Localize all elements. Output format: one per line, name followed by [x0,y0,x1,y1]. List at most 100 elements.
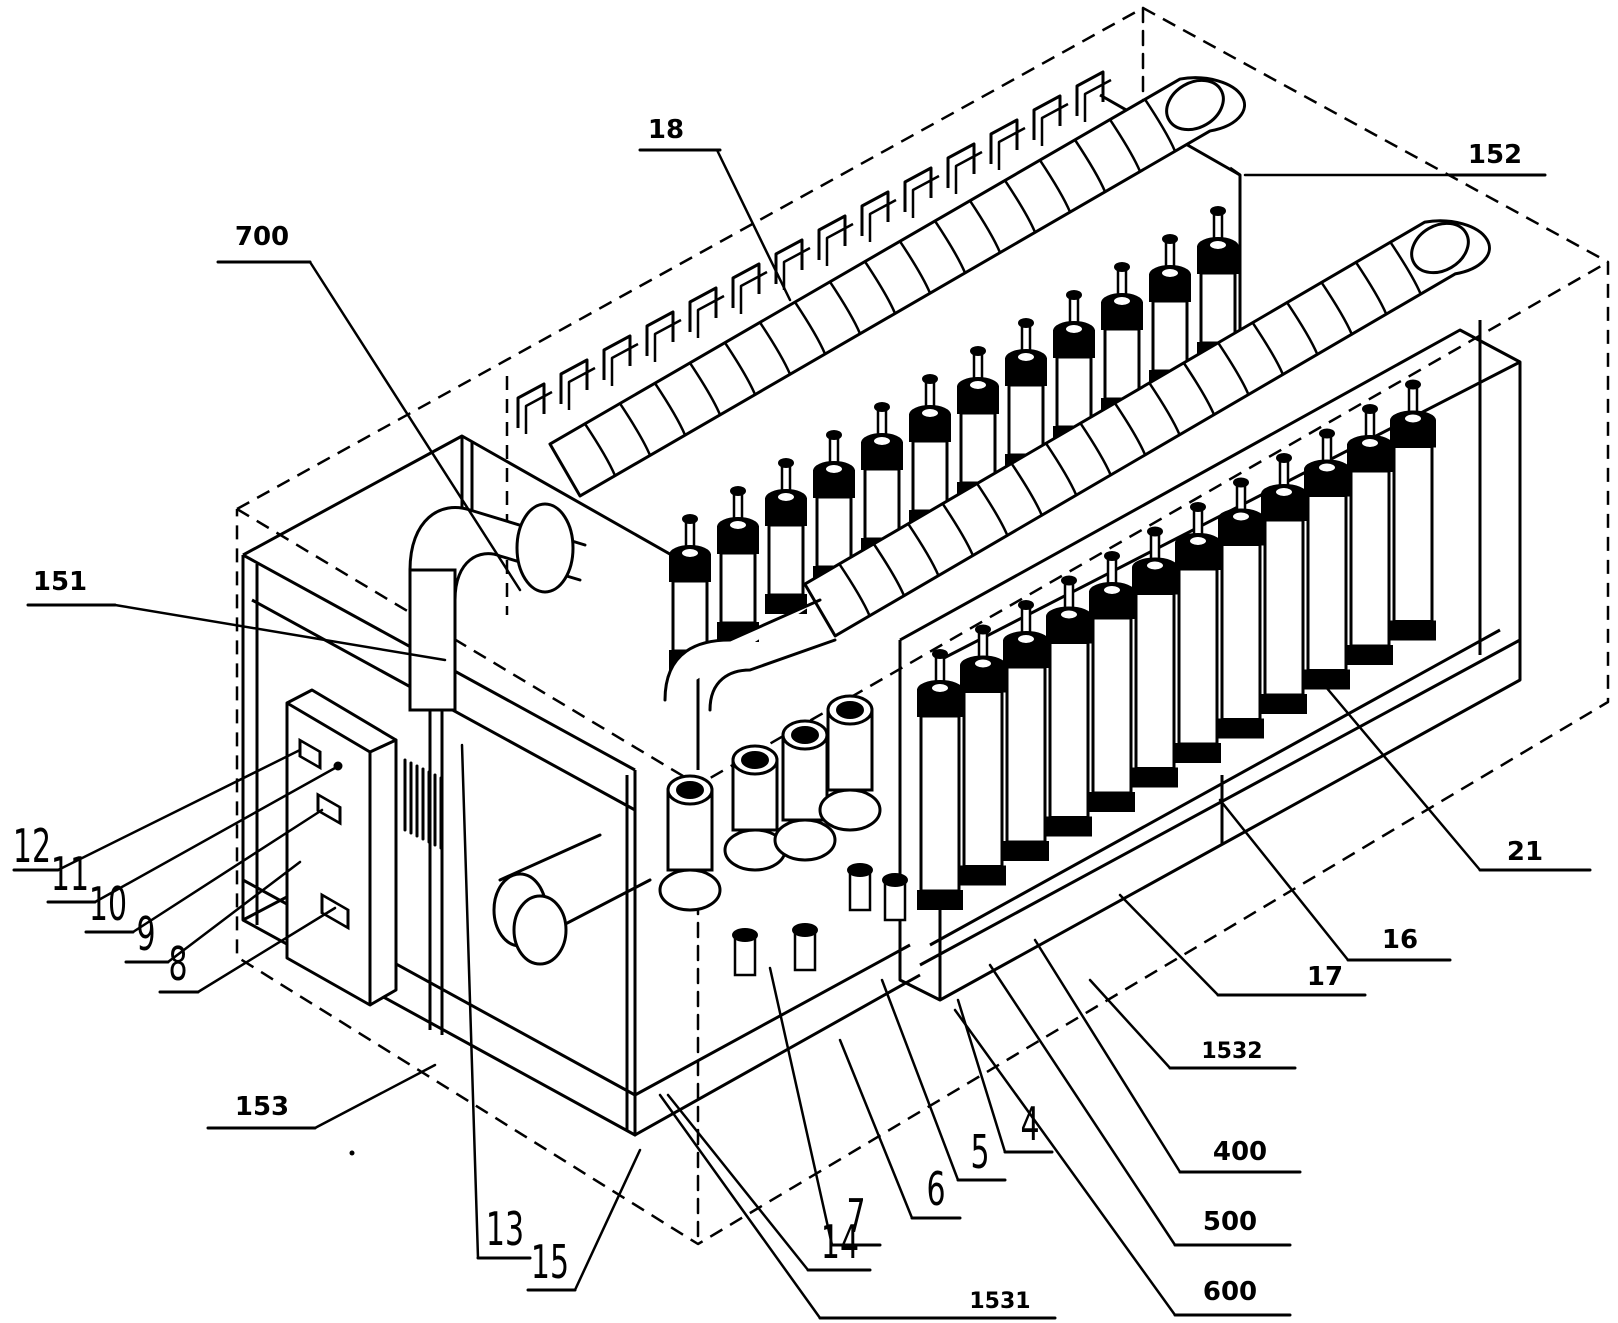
front-membrane-tube-shell [1306,494,1348,672]
callout-label-14: 14 [821,1216,859,1269]
callout-label-18: 18 [648,115,684,145]
callout-label-8: 8 [168,938,187,991]
front-header-pipe-body [803,219,1491,638]
front-membrane-tube-riser-cap [1018,600,1034,610]
front-header-pipe-ring [975,482,1009,537]
back-header-pipe-ring [618,402,652,457]
front-membrane-tube-bottom-collar [1046,816,1092,837]
callout-leader-1532 [1088,978,1172,1070]
back-membrane-tube-riser-cap [778,458,794,468]
front-header-pipe-ring [1251,321,1285,376]
back-rack-bracket2 [653,318,682,362]
front-membrane-tube-top-port [1317,461,1337,474]
back-membrane-tube-shell [1055,355,1093,429]
back-header-pipe-ring [1108,118,1142,173]
front-membrane-tube-bottom-collar [1304,669,1350,690]
front-membrane-tube-bottom-collar [960,865,1006,886]
back-rack-bracket2 [739,270,768,314]
back-header-pipe-ring [1143,98,1177,153]
back-membrane-tube [861,402,903,558]
front-header-pipe-ring [941,502,975,557]
callout-label-16: 16 [1382,925,1418,955]
right-module-base-rail [919,638,1521,967]
front-header-pipe-ring [1320,281,1354,336]
front-membrane-tube-top-port [1102,584,1122,596]
front-header-pipe-ring [1113,401,1147,457]
front-membrane-tube-shell [1177,567,1219,746]
lower-horizontal-pipe-top [498,833,602,882]
callout-label-1532: 1532 [1201,1039,1262,1064]
cabinet-switch-8 [320,892,350,931]
front-header-pipe [803,219,1491,638]
back-membrane-tube-riser-cap [1114,262,1130,272]
callout-leader-5 [880,978,960,1182]
back-rack-bracket2 [954,150,983,194]
front-membrane-tube-top-port [1403,412,1423,425]
front-header-pipe-end-cap [1410,221,1470,275]
back-header-pipe-ring [793,300,827,356]
front-header-pipe-ring [1148,381,1181,437]
frame-structure [241,93,1522,1137]
back-membrane-tube-top-port [920,407,940,419]
front-membrane-tube-shell [919,714,961,893]
callout-leader-151 [113,603,447,662]
large-elbow-flange [515,502,575,594]
callout-label-10: 10 [89,878,127,931]
front-membrane-tube-bottom-collar [1003,841,1049,861]
lower-pipe-flange2 [512,894,568,966]
front-membrane-tube-bottom-collar [1390,620,1436,641]
callout-label-9: 9 [136,908,155,961]
back-rack-bracket [688,286,718,332]
back-membrane-tube-top-port [680,547,700,559]
front-membrane-tube [1390,379,1436,641]
pump-top [882,873,908,887]
back-membrane-tube-shell [1151,299,1189,373]
callout-label-700: 700 [235,222,289,252]
filter-cartridge-bottom-elbow [658,868,722,912]
callout-label-6: 6 [926,1163,945,1216]
front-membrane-tube [1046,575,1092,837]
right-module-base-rail2 [929,628,1501,947]
front-membrane-tube [1261,453,1307,714]
back-membrane-tube-bottom-collar [765,594,807,614]
front-membrane-tube-riser-cap [1319,428,1335,439]
back-rack-bracket [1032,94,1062,140]
front-header-pipe-ring [872,542,906,597]
callout-leader-6 [838,1038,914,1220]
back-membrane-tube-riser-cap [730,486,746,496]
back-membrane-tube-riser-cap [874,402,890,412]
front-membrane-tube-riser-cap [1276,453,1292,463]
back-rack-bracket2 [868,198,897,242]
control-cabinet [285,688,443,1007]
callout-label-151: 151 [33,567,87,597]
front-membrane-tube-top-port [1231,510,1251,523]
front-membrane-tube [1089,551,1135,812]
front-membrane-tube-riser-cap [1405,379,1421,390]
back-header-pipe-ring [583,422,617,477]
front-membrane-tube-top-port [973,657,993,670]
front-membrane-tube-bottom-collar [1175,743,1221,763]
front-membrane-tube-riser-cap [1147,526,1163,537]
back-rack-bracket [645,310,675,356]
back-header-pipe-ring [863,260,897,315]
back-header-pipe-ring [933,219,967,275]
pump-top [847,863,873,877]
back-rack-bracket2 [1040,102,1069,146]
skid-front-right-base2 [634,943,911,1097]
front-header-pipe-ring [1182,361,1216,416]
callout-leader-153 [313,1063,437,1130]
front-membrane-tube [1132,526,1178,788]
stray-dot [349,1150,355,1156]
callout-leader-1531 [658,1093,822,1320]
callout-leader-13 [460,743,480,1260]
back-membrane-tube [957,346,999,502]
filter-cartridge-port [676,781,704,799]
back-header-pipe-end-cap [1165,78,1225,132]
front-membrane-tube-shell [1048,641,1090,819]
right-module-skid [898,328,1522,1002]
front-elbow-pipe-inner [708,638,837,712]
back-header-pipe-ring [1073,138,1107,194]
front-header-pipe-ring [1389,240,1422,296]
